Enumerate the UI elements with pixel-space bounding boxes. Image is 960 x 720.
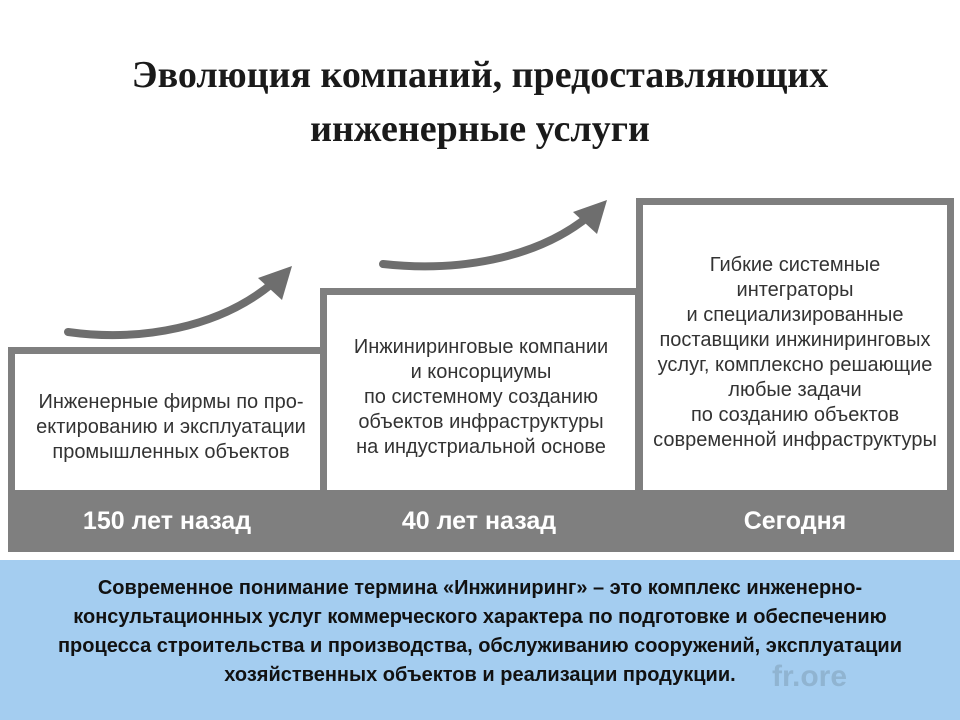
stage-description: Инжиниринговые компании и консорциумы по… — [353, 336, 609, 458]
definition-note: Современное понимание термина «Инжинирин… — [0, 560, 960, 720]
stage-description: Гибкие системные интеграторы и специализ… — [653, 253, 937, 451]
growth-arrow-icon — [379, 200, 607, 271]
evolution-staircase-diagram: Инженерные фирмы по про- ектированию и э… — [0, 190, 960, 552]
period-label: 150 лет назад — [82, 507, 252, 535]
stage-box-40-years-ago: Инжиниринговые компании и консорциумы по… — [320, 288, 642, 507]
period-label: 40 лет назад — [401, 507, 557, 535]
growth-arrow-icon — [64, 266, 292, 340]
title-line-2: инженерные услуги — [310, 108, 650, 150]
title-line-1: Эволюция компаний, предоставляющих — [131, 54, 829, 96]
timeline-bar: 150 лет назад 40 лет назад Сегодня — [8, 490, 954, 552]
stage-box-150-years-ago: Инженерные фирмы по про- ектированию и э… — [8, 347, 334, 507]
stage-description: Инженерные фирмы по про- ектированию и э… — [36, 390, 306, 463]
period-label: Сегодня — [743, 507, 847, 535]
slide-title: Эволюция компаний, предоставляющих инжен… — [0, 48, 960, 156]
stage-box-today: Гибкие системные интеграторы и специализ… — [636, 198, 954, 507]
